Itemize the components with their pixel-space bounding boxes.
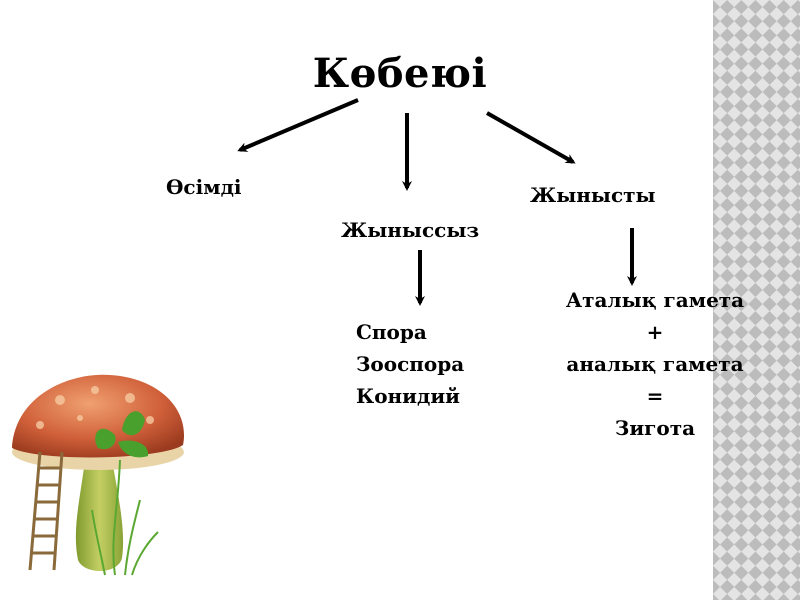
list-item: Спора	[356, 320, 427, 344]
list-item: =	[646, 384, 664, 408]
list-item: Конидий	[356, 384, 461, 408]
branch-vegetative: Өсімді	[166, 175, 242, 199]
list-item: +	[646, 320, 664, 344]
arrow-to-sexual	[486, 111, 576, 164]
diagram-title: Көбеюі	[312, 50, 488, 97]
asexual-list: Спора Зооспора Конидий	[356, 316, 464, 412]
mushroom-cap	[12, 374, 185, 458]
leaf-icon	[95, 411, 149, 458]
list-item: аналық гамета	[566, 352, 744, 376]
mushroom-illustration	[12, 374, 185, 576]
list-item: Зооспора	[356, 352, 465, 376]
sexual-list: Аталық гамета + аналық гамета = Зигота	[545, 284, 765, 444]
branch-sexual: Жынысты	[530, 183, 656, 207]
arrow-to-vegetative	[237, 98, 359, 152]
decorative-sidebar	[713, 0, 800, 600]
diagram-arrows	[237, 98, 637, 306]
ladder	[28, 451, 64, 571]
branch-asexual: Жыныссыз	[341, 218, 480, 242]
mushroom-stem	[75, 460, 124, 572]
list-item: Аталық гамета	[565, 288, 745, 312]
list-item: Зигота	[614, 416, 696, 440]
